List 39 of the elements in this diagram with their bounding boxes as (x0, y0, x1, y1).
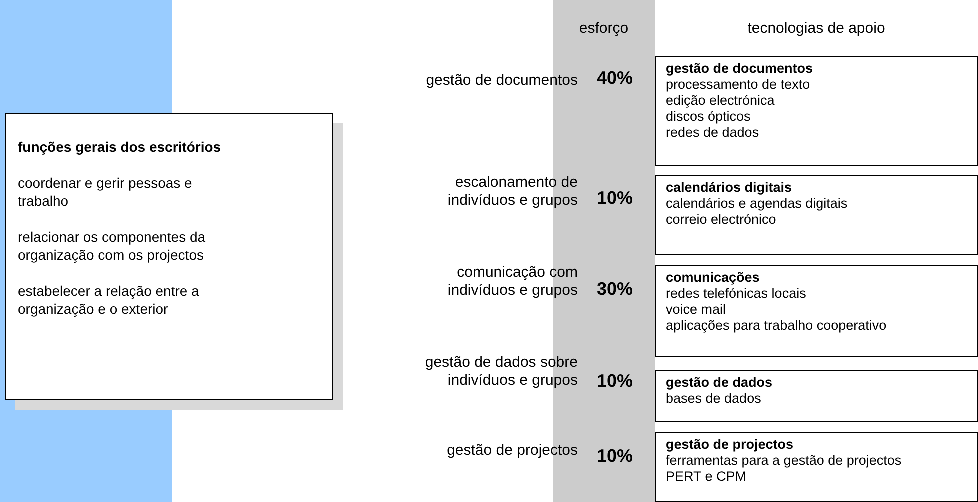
technology-box (655, 56, 978, 166)
row-label: gestão de projectos (447, 442, 578, 460)
technology-box (655, 175, 978, 255)
box-text: coordenar e gerir pessoas e trabalho (18, 174, 194, 210)
box-heading: calendários digitais (666, 180, 794, 196)
column-header: tecnologias de apoio (746, 20, 886, 37)
box-heading: gestão de projectos (666, 437, 795, 453)
column-header: esforço (578, 20, 630, 37)
percentage: 10% (597, 446, 634, 467)
list-item: processamento de texto (666, 77, 812, 93)
list-item: correio electrónico (666, 212, 778, 228)
list-item: PERT e CPM (666, 469, 748, 485)
box-text: relacionar os componentes da organização com os projectos (18, 228, 207, 264)
percentage: 30% (597, 279, 634, 300)
row-label: escalonamento de indivíduos e grupos (446, 174, 578, 210)
list-item: voice mail (666, 302, 728, 318)
row-label: gestão de dados sobre indivíduos e grupos (424, 354, 578, 390)
list-item: redes telefónicas locais (666, 286, 808, 302)
technology-box (655, 370, 978, 422)
box-heading: comunicações (666, 270, 761, 286)
row-label: comunicação com indivíduos e grupos (446, 264, 578, 300)
percentage: 10% (597, 371, 634, 392)
list-item: aplicações para trabalho cooperativo (666, 318, 888, 334)
list-item: edição electrónica (666, 93, 776, 109)
list-item: calendários e agendas digitais (666, 196, 849, 212)
list-item: discos ópticos (666, 109, 752, 125)
percentage: 40% (597, 68, 634, 89)
list-item: redes de dados (666, 125, 760, 141)
technology-box (655, 432, 978, 502)
list-item: bases de dados (666, 391, 762, 407)
row-label: gestão de documentos (426, 72, 578, 90)
info-box (5, 113, 333, 400)
box-text: estabelecer a relação entre a organização e o exterior (18, 282, 200, 318)
technology-box (655, 265, 978, 357)
box-heading: funções gerais dos escritórios (18, 138, 222, 156)
box-heading: gestão de dados (666, 375, 774, 391)
box-heading: gestão de documentos (666, 61, 814, 77)
list-item: ferramentas para a gestão de projectos (666, 453, 903, 469)
percentage: 10% (597, 188, 634, 209)
